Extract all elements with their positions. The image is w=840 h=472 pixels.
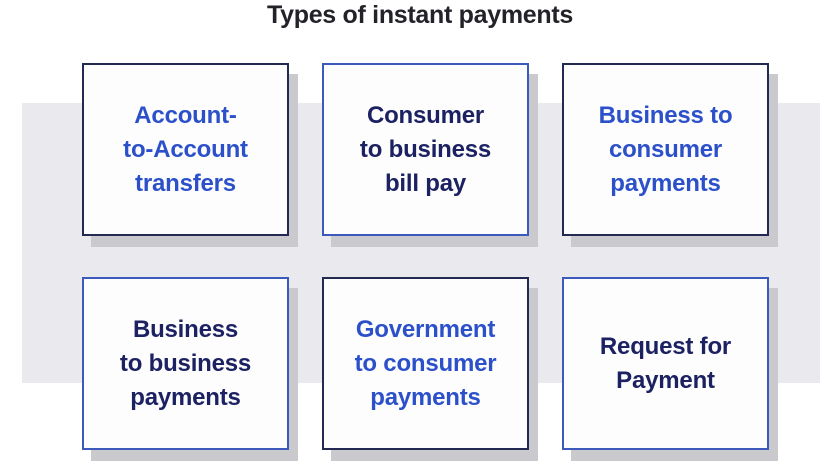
payment-type-box-business-to-consumer-payments: Business to consumer payments xyxy=(562,63,769,236)
payment-type-box-government-to-consumer-payments: Government to consumer payments xyxy=(322,277,529,450)
box-label-line: Government xyxy=(355,315,496,343)
box-label-line: to consumer xyxy=(354,349,497,377)
payment-type-box-business-to-business-payments: Business to business payments xyxy=(82,277,289,450)
payment-type-box-request-for-payment: Request for Payment xyxy=(562,277,769,450)
box-label-line: Business xyxy=(132,315,239,343)
payment-type-box-consumer-to-business-bill-pay: Consumer to business bill pay xyxy=(322,63,529,236)
box-label-line: to business xyxy=(119,349,252,377)
box-label-line: bill pay xyxy=(384,169,467,197)
box-label-line: Request for xyxy=(599,332,732,360)
box-label-line: Account- xyxy=(134,101,237,129)
box-label-line: consumer xyxy=(608,135,723,163)
box-label-line: payments xyxy=(130,383,241,411)
box-label-line: transfers xyxy=(135,169,236,197)
payment-types-grid: Account- to-Account transfers Consumer t… xyxy=(82,63,769,450)
payment-type-box-account-to-account-transfers: Account- to-Account transfers xyxy=(82,63,289,236)
box-label-line: to-Account xyxy=(123,135,248,163)
box-label-line: to business xyxy=(359,135,492,163)
box-label-line: Business to xyxy=(598,101,733,129)
box-label-line: payments xyxy=(610,169,721,197)
box-label-line: Consumer xyxy=(366,101,485,129)
box-label-line: payments xyxy=(370,383,481,411)
box-label-line: Payment xyxy=(616,366,715,394)
page-title: Types of instant payments xyxy=(267,1,573,29)
